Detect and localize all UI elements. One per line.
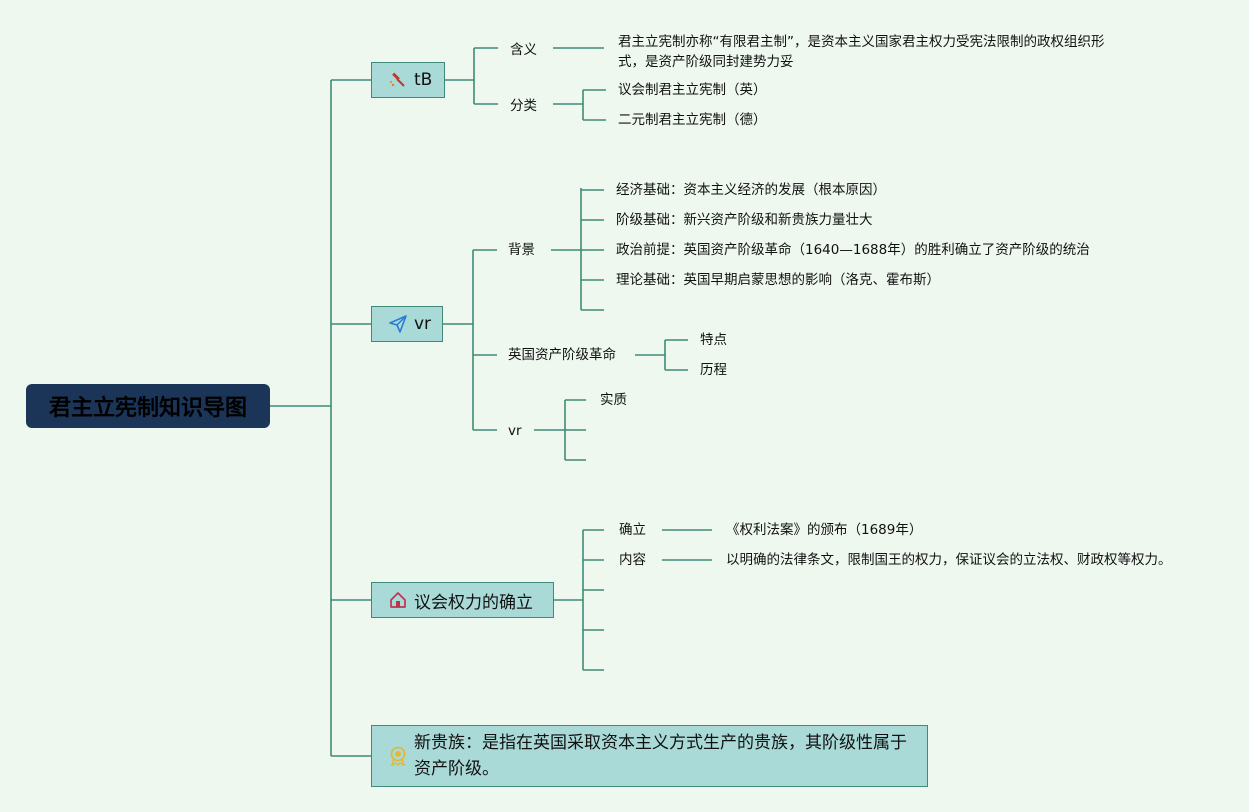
branch-4-text: 新贵族：是指在英国采取资本主义方式生产的贵族，其阶级性属于资产阶级。	[414, 733, 907, 779]
revolution-item-1[interactable]: 特点	[700, 332, 727, 348]
background-item-3[interactable]: 政治前提：英国资产阶级革命（1640—1688年）的胜利确立了资产阶级的统治	[616, 242, 1090, 258]
house-icon	[388, 590, 408, 610]
revolution-label[interactable]: 英国资产阶级革命	[508, 347, 616, 363]
revolution-item-2[interactable]: 历程	[700, 362, 727, 378]
branch-topic-2[interactable]: vr	[371, 306, 443, 342]
branch-topic-4[interactable]: 新贵族：是指在英国采取资本主义方式生产的贵族，其阶级性属于资产阶级。	[371, 725, 928, 787]
content-text[interactable]: 以明确的法律条文，限制国王的权力，保证议会的立法权、财政权等权力。	[726, 552, 1172, 568]
root-topic[interactable]: 君主立宪制知识导图	[26, 384, 270, 428]
meaning-text[interactable]: 君主立宪制亦称“有限君主制”，是资本主义国家君主权力受宪法限制的政权组织形式，是…	[618, 34, 1105, 70]
meaning-label[interactable]: 含义	[510, 42, 537, 58]
types-label[interactable]: 分类	[510, 98, 537, 114]
background-item-1[interactable]: 经济基础：资本主义经济的发展（根本原因）	[616, 182, 886, 198]
background-item-2[interactable]: 阶级基础：新兴资产阶级和新贵族力量壮大	[616, 212, 873, 228]
background-label[interactable]: 背景	[508, 242, 535, 258]
type-item-1[interactable]: 议会制君主立宪制（英）	[618, 82, 767, 98]
type-item-2[interactable]: 二元制君主立宪制（德）	[618, 112, 767, 128]
sub-branch-label[interactable]: vr	[508, 423, 522, 439]
establish-label[interactable]: 确立	[619, 522, 646, 538]
medal-icon	[388, 746, 408, 766]
sub-branch-item-1[interactable]: 实质	[600, 392, 627, 408]
branch-topic-3[interactable]: 议会权力的确立	[371, 582, 554, 618]
background-item-4[interactable]: 理论基础：英国早期启蒙思想的影响（洛克、霍布斯）	[616, 272, 940, 288]
branch-topic-1[interactable]: tB	[371, 62, 445, 98]
branch-1-label: tB	[414, 70, 433, 90]
branch-2-label: vr	[414, 314, 432, 334]
paper-plane-icon	[388, 314, 408, 334]
branch-3-label: 议会权力的确立	[414, 592, 533, 613]
gavel-icon	[388, 70, 408, 90]
content-label[interactable]: 内容	[619, 552, 646, 568]
root-title: 君主立宪制知识导图	[48, 396, 247, 421]
establish-text[interactable]: 《权利法案》的颁布（1689年）	[726, 522, 923, 538]
